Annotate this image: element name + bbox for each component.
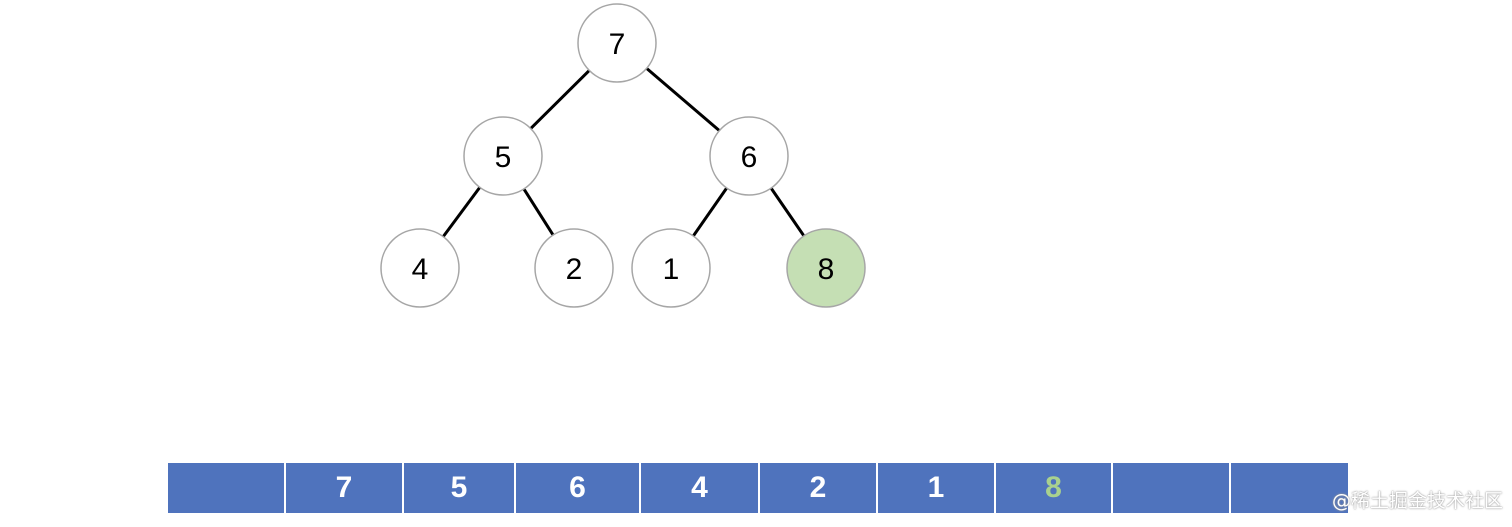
- tree-node: 1: [631, 228, 711, 308]
- tree-node-circle: [380, 228, 460, 308]
- tree-node-value: 6: [741, 141, 758, 174]
- tree-node: 6: [709, 116, 789, 196]
- tree-node-value: 7: [609, 28, 626, 61]
- watermark: @稀土掘金技术社区: [1332, 490, 1504, 512]
- tree-node-value: 4: [412, 253, 429, 286]
- tree-node: 7: [577, 3, 657, 83]
- array-cell: 1: [878, 463, 996, 513]
- tree-node-circle: [631, 228, 711, 308]
- tree-node: 2: [534, 228, 614, 308]
- array-cell: [1113, 463, 1231, 513]
- array-cell: 4: [641, 463, 760, 513]
- tree-edge-n0-n1: [529, 69, 591, 130]
- tree-node-circle: [534, 228, 614, 308]
- tree-edge-n0-n2: [645, 67, 721, 132]
- tree-node: 8: [786, 228, 866, 308]
- array-cell-highlighted: 8: [996, 463, 1113, 513]
- tree-node-circle: [709, 116, 789, 196]
- tree-node-value: 1: [663, 253, 680, 286]
- array-cell: 2: [760, 463, 878, 513]
- heap-tree-diagram: 7 5 6 4 2 1 8: [380, 3, 866, 308]
- tree-node-value: 8: [818, 253, 835, 286]
- array-cell: 5: [404, 463, 516, 513]
- array-cell: 7: [286, 463, 404, 513]
- tree-edge-n2-n5: [692, 187, 728, 237]
- tree-node-circle: [463, 116, 543, 196]
- array-cell: 6: [516, 463, 641, 513]
- tree-edge-n1-n4: [522, 188, 555, 236]
- tree-node: 5: [463, 116, 543, 196]
- array-cell: [1231, 463, 1348, 513]
- array-cell: [168, 463, 286, 513]
- tree-node: 4: [380, 228, 460, 308]
- tree-edge-n1-n3: [442, 186, 481, 238]
- tree-node-circle: [577, 3, 657, 83]
- tree-edge-n2-n6: [769, 187, 806, 237]
- tree-node-value: 2: [566, 253, 583, 286]
- tree-node-value: 5: [495, 141, 512, 174]
- tree-node-circle-highlighted: [786, 228, 866, 308]
